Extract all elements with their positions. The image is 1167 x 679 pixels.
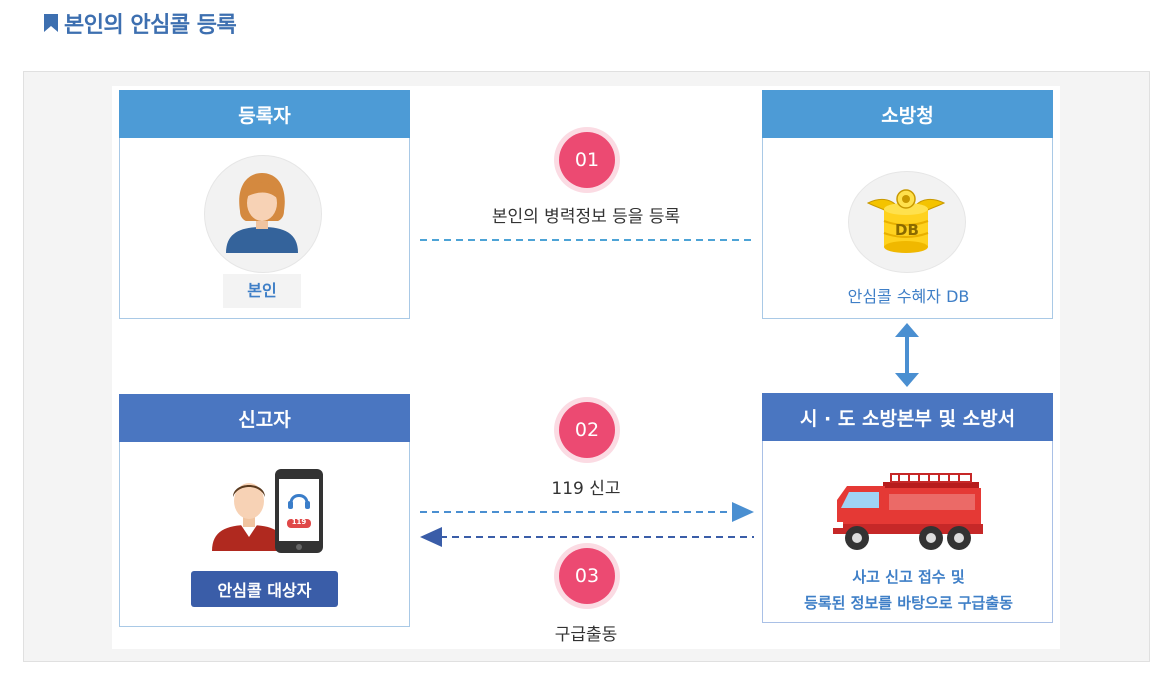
right-arrow-icon bbox=[420, 502, 754, 522]
step-03-text: 구급출동 bbox=[554, 625, 618, 645]
fire-station-box: 시 · 도 소방본부 및 소방서 사고 신고 접수 및 등록된 정보를 바탕으로… bbox=[762, 393, 1053, 623]
db-text: DB bbox=[895, 221, 919, 239]
step-01-text: 본인의 병력정보 등을 등록 bbox=[491, 207, 681, 227]
reporter-label: 안심콜 대상자 bbox=[191, 571, 338, 607]
fire-station-caption-1: 사고 신고 접수 및 bbox=[852, 568, 965, 586]
step-01-badge: 01 bbox=[559, 132, 615, 188]
woman-avatar-icon bbox=[226, 173, 298, 253]
left-arrow-icon bbox=[420, 527, 754, 547]
fire-station-header: 시 · 도 소방본부 및 소방서 bbox=[762, 393, 1053, 441]
registrant-box: 등록자 본인 bbox=[119, 90, 410, 319]
registrant-header: 등록자 bbox=[119, 90, 410, 138]
reporter-box: 신고자 119 안심콜 대상자 bbox=[119, 394, 410, 627]
page-title-text: 본인의 안심콜 등록 bbox=[64, 13, 237, 38]
fire-dept-caption: 안심콜 수혜자 DB bbox=[847, 287, 970, 306]
phone-119-badge: 119 bbox=[291, 518, 307, 526]
step-01-connector bbox=[420, 239, 754, 241]
bookmark-icon bbox=[44, 14, 58, 32]
fire-dept-box: 소방청 DB 안심콜 수혜자 DB bbox=[762, 90, 1053, 319]
smartphone-icon bbox=[275, 469, 323, 553]
fire-station-caption-2: 등록된 정보를 바탕으로 구급출동 bbox=[804, 594, 1013, 612]
fire-truck-icon bbox=[833, 473, 983, 550]
step-03-badge: 03 bbox=[559, 548, 615, 604]
database-icon bbox=[866, 189, 946, 253]
page-title: 본인의 안심콜 등록 bbox=[44, 8, 237, 38]
fire-dept-header: 소방청 bbox=[762, 90, 1053, 138]
step-02-text: 119 신고 bbox=[551, 479, 621, 499]
registrant-label: 본인 bbox=[223, 274, 301, 308]
vertical-double-arrow-icon bbox=[895, 323, 919, 387]
step-02-badge: 02 bbox=[559, 402, 615, 458]
reporter-header: 신고자 bbox=[119, 394, 410, 442]
man-avatar-icon bbox=[212, 483, 286, 551]
